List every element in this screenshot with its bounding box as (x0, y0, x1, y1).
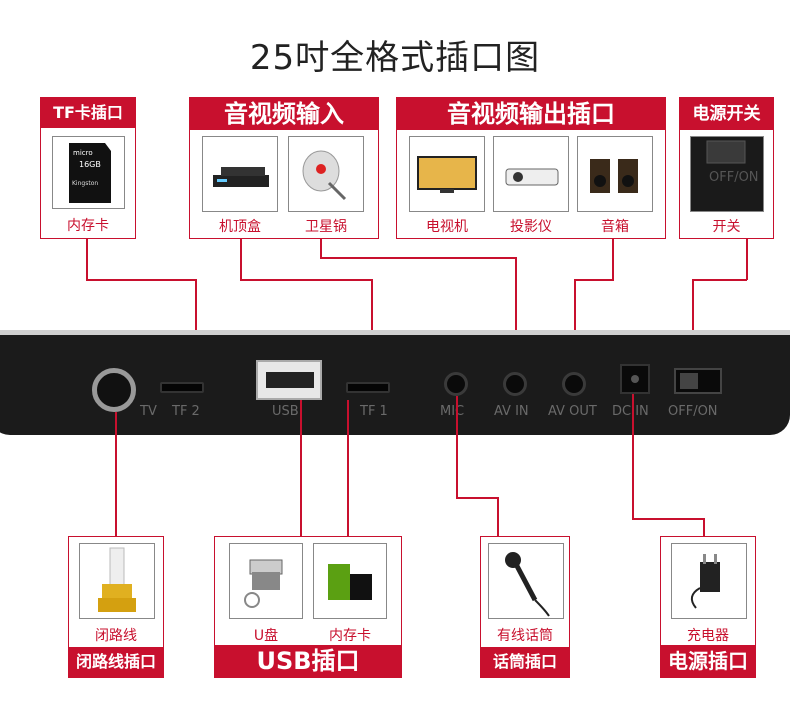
panel-label-mic: MIC (440, 404, 465, 419)
connector-line (515, 257, 517, 372)
av-in-jack (503, 372, 527, 396)
power-switch-icon: OFF/ON (690, 136, 764, 212)
connector-line (115, 412, 117, 537)
tf2-slot (160, 382, 204, 393)
connector-line (746, 238, 748, 280)
tv-icon (409, 136, 485, 212)
satellite-dish-caption: 卫星锅 (305, 219, 347, 235)
av-output-header: 音视频输出插口 (397, 98, 665, 130)
connector-line (574, 279, 576, 372)
coaxial-cable-icon (79, 543, 155, 619)
connector-line (612, 238, 614, 280)
tf-card-header: TF卡插口 (41, 98, 135, 128)
connector-line (86, 238, 88, 280)
av-out-jack (562, 372, 586, 396)
dc-port-box: 充电器 电源插口 (660, 536, 756, 678)
set-top-box-caption: 机顶盒 (219, 219, 261, 235)
power-switch-box: 电源开关 OFF/ON 开关 (679, 97, 774, 239)
connector-line (692, 279, 747, 281)
panel-label-tv: TV (140, 404, 157, 419)
connector-line (240, 238, 242, 280)
connector-line (632, 394, 634, 519)
switch-text: OFF/ON (709, 170, 759, 185)
usb-port-box: U盘 内存卡 USB插口 (214, 536, 402, 678)
tf-card-caption: 内存卡 (67, 218, 109, 234)
connector-line (692, 279, 694, 379)
av-input-box: 音视频输入 机顶盒 卫星锅 (189, 97, 379, 239)
sd-card-reader-icon (313, 543, 387, 619)
coax-port-box: 闭路线 闭路线插口 (68, 536, 164, 678)
sd-maker-text: Kingston (72, 180, 98, 187)
mic-port-box: 有线话筒 话筒插口 (480, 536, 570, 678)
usb-card-caption: 内存卡 (329, 628, 371, 644)
power-adapter-icon (671, 543, 747, 619)
connector-line (240, 279, 372, 281)
panel-label-off-on: OFF/ON (668, 404, 718, 419)
panel-label-usb: USB (272, 404, 299, 419)
projector-icon (493, 136, 569, 212)
panel-label-tf1: TF 1 (360, 404, 388, 419)
tv-caption: 电视机 (426, 219, 468, 235)
connector-line (456, 497, 498, 499)
page-title: 25吋全格式插口图 (249, 38, 541, 78)
speaker-icon (577, 136, 653, 212)
panel-label-av-in: AV IN (494, 404, 529, 419)
speaker-caption: 音箱 (601, 219, 629, 235)
projector-caption: 投影仪 (510, 219, 552, 235)
set-top-box-icon (202, 136, 278, 212)
sd-brand-text: micro (73, 149, 93, 157)
dc-in-port (620, 364, 650, 394)
tf1-slot (346, 382, 390, 393)
connector-line (347, 400, 349, 537)
dc-caption: 充电器 (687, 628, 729, 644)
connector-line (703, 518, 705, 537)
micro-sd-card-icon: micro 16GB Kingston (52, 136, 125, 209)
connector-line (632, 518, 704, 520)
power-toggle[interactable] (674, 368, 722, 394)
connector-line (497, 497, 499, 537)
connector-line (300, 400, 302, 537)
panel-label-dc-in: DC IN (612, 404, 649, 419)
connector-line (456, 396, 458, 498)
panel-label-av-out: AV OUT (548, 404, 597, 419)
connector-line (574, 279, 614, 281)
coax-header: 闭路线插口 (69, 647, 163, 677)
usb-flash-drive-icon (229, 543, 303, 619)
mic-jack (444, 372, 468, 396)
usb-port (256, 360, 322, 400)
usb-header: USB插口 (215, 645, 401, 677)
satellite-dish-icon (288, 136, 364, 212)
coax-caption: 闭路线 (95, 628, 137, 644)
connector-line (320, 238, 322, 258)
sd-size-text: 16GB (79, 160, 101, 169)
dc-header: 电源插口 (661, 645, 755, 677)
tf-card-box: TF卡插口 micro 16GB Kingston 内存卡 (40, 97, 136, 239)
connector-line (320, 257, 516, 259)
mic-header: 话筒插口 (481, 647, 569, 677)
panel-label-tf2: TF 2 (172, 404, 200, 419)
tv-antenna-port (92, 368, 136, 412)
av-input-header: 音视频输入 (190, 98, 378, 130)
av-output-box: 音视频输出插口 电视机 投影仪 音箱 (396, 97, 666, 239)
power-switch-header: 电源开关 (680, 98, 773, 130)
usb-drive-caption: U盘 (253, 628, 279, 644)
microphone-icon (488, 543, 564, 619)
power-switch-caption: 开关 (712, 219, 741, 235)
mic-caption: 有线话筒 (497, 628, 553, 644)
connector-line (86, 279, 196, 281)
